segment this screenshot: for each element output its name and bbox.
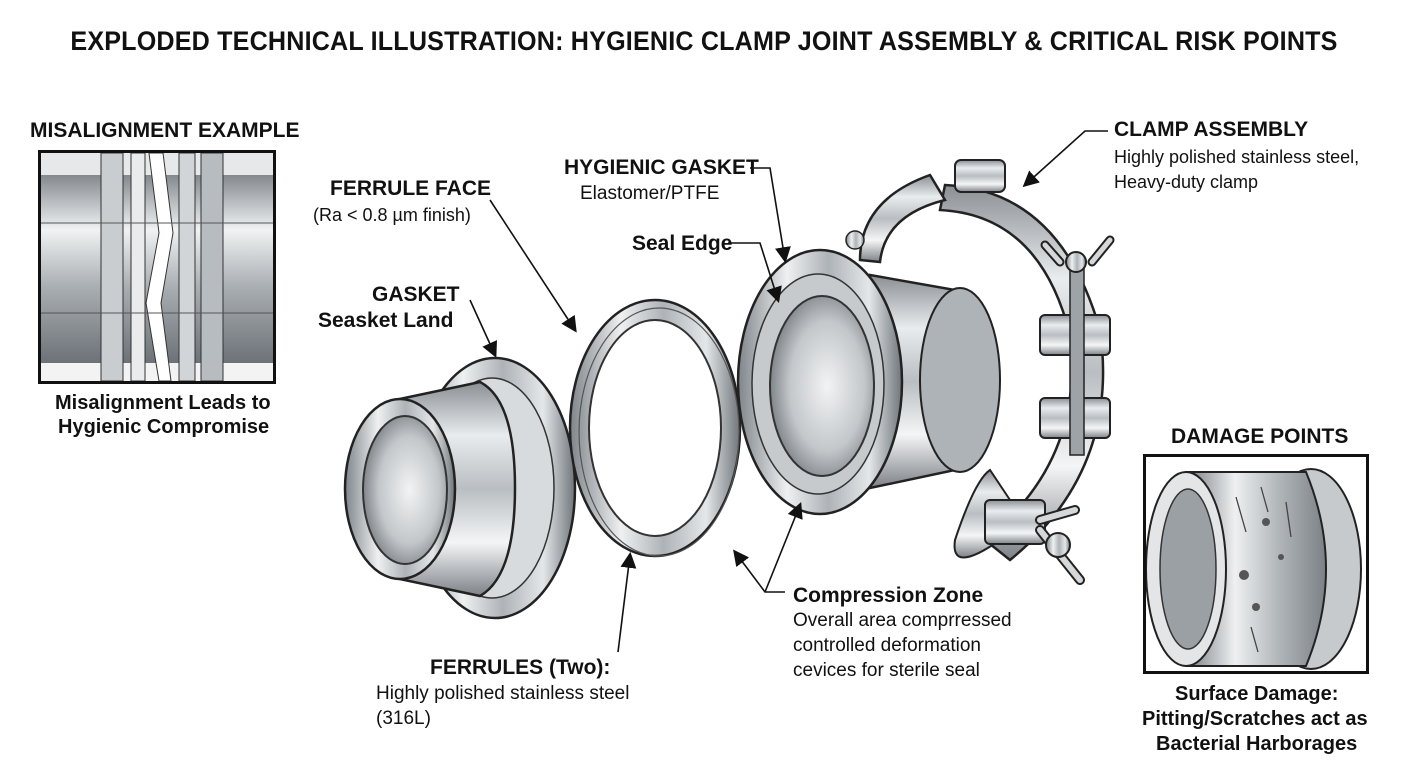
misalignment-detail-image	[41, 153, 273, 381]
ferrules-detail-2: (316L)	[376, 708, 431, 729]
ferrule-face-heading: FERRULE FACE	[330, 177, 492, 200]
damage-caption-2: Pitting/Scratches act as	[1142, 708, 1368, 730]
compression-zone-line-3: cevices for sterile seal	[793, 660, 980, 681]
misalignment-caption-2: Hygienic Compromise	[58, 416, 270, 438]
compression-zone-heading: Compression Zone	[793, 584, 984, 607]
clamp-assembly-detail-2: Heavy-duty clamp	[1114, 172, 1259, 192]
clamp	[845, 159, 1115, 585]
misalignment-caption-1: Misalignment Leads to	[55, 392, 271, 414]
ferrule-face-detail: (Ra < 0.8 µm finish)	[313, 205, 471, 225]
compression-zone-line-1: Overall area comprressed	[793, 610, 1012, 631]
gasket-land-detail: Seasket Land	[318, 309, 454, 332]
damage-points-heading: DAMAGE POINTS	[1171, 425, 1349, 448]
damage-points-inset	[1143, 454, 1369, 674]
leader-lines	[469, 130, 1108, 653]
seal-edge-heading: Seal Edge	[632, 232, 733, 255]
left-ferrule	[343, 356, 577, 620]
page-title: EXPLODED TECHNICAL ILLUSTRATION: HYGIENI…	[70, 26, 1338, 56]
right-ferrule	[736, 248, 1001, 516]
ferrules-heading: FERRULES (Two):	[430, 656, 611, 679]
clamp-assembly-heading: CLAMP ASSEMBLY	[1114, 118, 1309, 141]
clamp-assembly-detail-1: Highly polished stainless steel,	[1114, 147, 1360, 167]
gasket-ring	[568, 298, 742, 558]
damage-detail-image	[1146, 468, 1362, 670]
misalignment-heading: MISALIGNMENT EXAMPLE	[30, 119, 300, 142]
hygienic-gasket-heading: HYGIENIC GASKET	[564, 156, 759, 179]
gasket-land-heading: GASKET	[372, 283, 460, 306]
misalignment-inset	[38, 150, 276, 384]
ferrules-detail-1: Highly polished stainless steel	[376, 683, 630, 704]
damage-caption-3: Bacterial Harborages	[1156, 733, 1358, 755]
compression-zone-line-2: controlled deformation	[793, 635, 981, 656]
hygienic-gasket-detail: Elastomer/PTFE	[580, 183, 720, 204]
damage-caption-1: Surface Damage:	[1175, 683, 1339, 705]
